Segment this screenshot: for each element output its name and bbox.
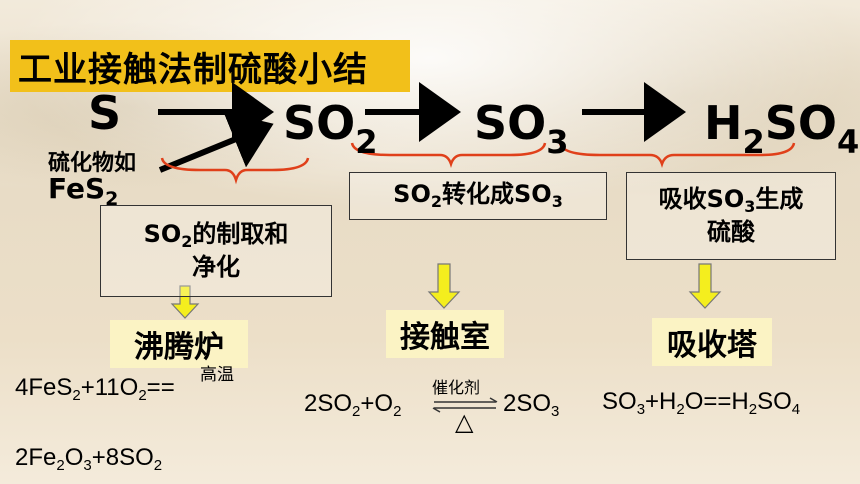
- equation-3: SO3+H2O==H2SO4: [602, 388, 801, 418]
- stage1-line1: SO2的制取和: [143, 219, 289, 251]
- equation-1-line2: 2Fe2O3+8SO2: [15, 444, 163, 474]
- slide-title-text: 工业接触法制硫酸小结: [18, 49, 368, 90]
- chem-s: S: [88, 86, 122, 140]
- brace-stage1: [160, 157, 310, 185]
- down-arrow-3: [688, 263, 722, 309]
- brace-stage3: [558, 142, 796, 168]
- slide-title: 工业接触法制硫酸小结: [10, 40, 410, 92]
- stage3-line2: 硫酸: [707, 218, 755, 247]
- equation-1-condition: 高温: [200, 365, 234, 385]
- stage-box-so3-absorption: 吸收SO3生成 硫酸: [626, 172, 836, 260]
- stage1-line2: 净化: [192, 253, 240, 282]
- chem-so3: SO3: [474, 96, 569, 161]
- arrow-fes2-to-so2: [158, 111, 274, 173]
- stage-box-so2-preparation: SO2的制取和 净化: [100, 205, 332, 297]
- equation-2-catalyst: 催化剂: [432, 378, 481, 397]
- equation-2-heat: △: [455, 408, 474, 436]
- equation-2-reactants: 2SO2+O2: [304, 390, 402, 420]
- equipment-boiling-furnace: 沸腾炉: [110, 320, 248, 368]
- equipment-contact-chamber: 接触室: [386, 310, 504, 358]
- equation-2-product: 2SO3: [503, 390, 560, 420]
- down-arrow-1: [170, 285, 200, 319]
- brace-stage2: [350, 142, 547, 168]
- chem-h2so4: H2SO4: [704, 96, 860, 161]
- chem-so2: SO2: [283, 96, 378, 161]
- stage-box-so2-conversion: SO2转化成SO3: [349, 172, 607, 220]
- down-arrow-2: [427, 263, 461, 309]
- source-note-fes2: FeS2: [48, 172, 119, 210]
- equipment-absorption-tower: 吸收塔: [652, 318, 772, 366]
- equation-1-line1: 4FeS2+11O2==: [15, 374, 175, 404]
- stage3-line1: 吸收SO3生成: [658, 184, 804, 216]
- source-note-label: 硫化物如: [48, 151, 137, 176]
